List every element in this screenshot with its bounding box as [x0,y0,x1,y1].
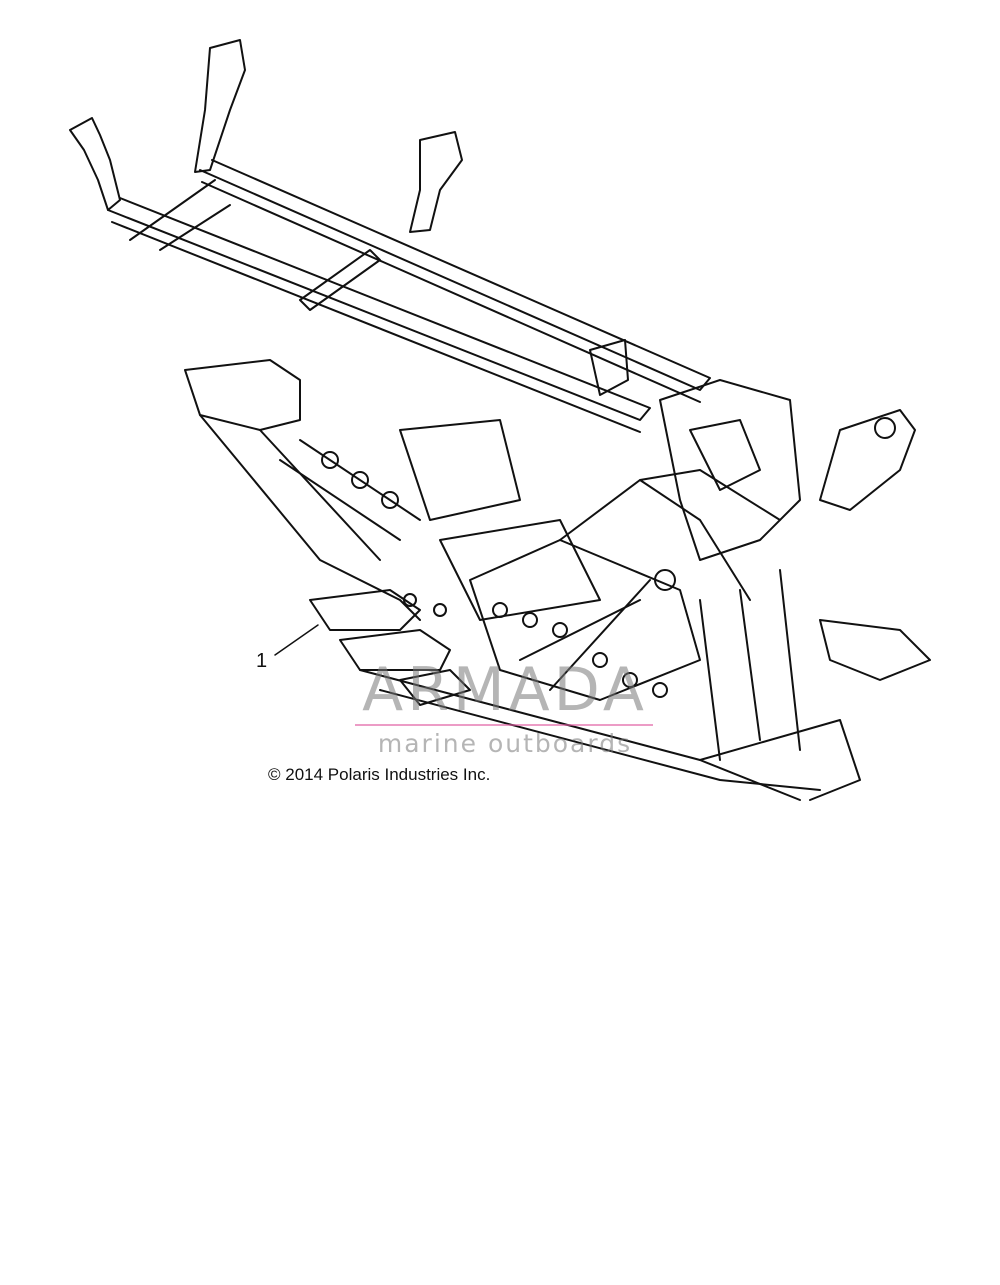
callout-number: 1 [256,650,268,672]
callout-leader-line [274,624,319,656]
copyright-text: © 2014 Polaris Industries Inc. [268,765,491,784]
lower-chassis-frame [184,359,931,801]
frame-assembly-drawing [69,39,931,801]
rear-mount-plate [654,379,916,591]
upper-roll-frame [69,39,711,433]
floor-panel [279,419,668,706]
